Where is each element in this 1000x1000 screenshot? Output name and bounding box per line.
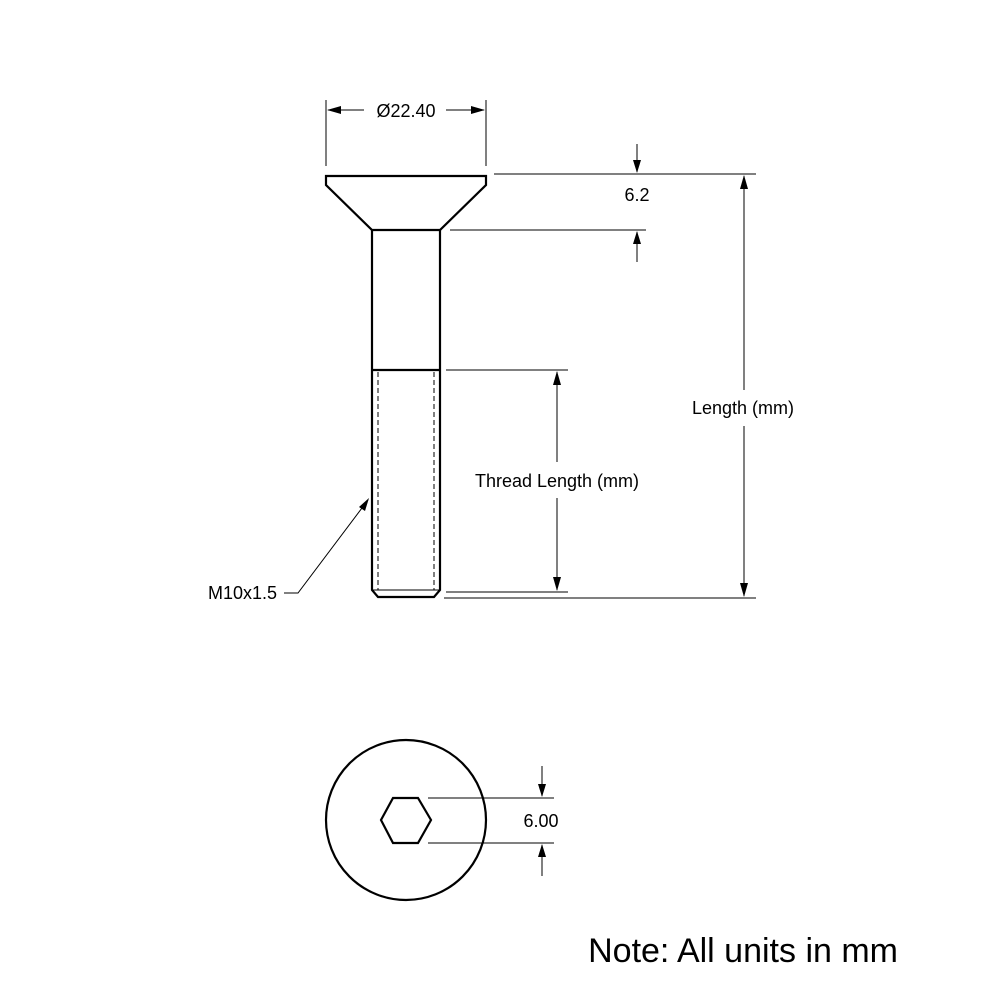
head-height-dimension: 6.2 [450,144,756,262]
screw-top-view [324,738,488,902]
thread-length-dimension: Thread Length (mm) [446,369,639,593]
screw-shank [370,230,442,370]
hex-size-label: 6.00 [523,811,558,831]
length-dimension: Length (mm) [444,175,794,599]
thread-spec-label: M10x1.5 [208,583,277,603]
length-label: Length (mm) [692,398,794,418]
screw-side-view [324,174,488,599]
head-diameter-label: Ø22.40 [376,101,435,121]
thread-spec-callout: M10x1.5 [208,498,369,603]
head-outline-circle [324,738,488,902]
units-note: Note: All units in mm [588,932,898,970]
screw-threaded-section [370,368,442,599]
hex-socket [379,796,433,845]
screw-head [324,174,488,232]
head-height-label: 6.2 [624,185,649,205]
head-diameter-dimension: Ø22.40 [325,100,487,166]
thread-length-label: Thread Length (mm) [475,471,639,491]
hex-size-dimension: 6.00 [428,766,559,876]
